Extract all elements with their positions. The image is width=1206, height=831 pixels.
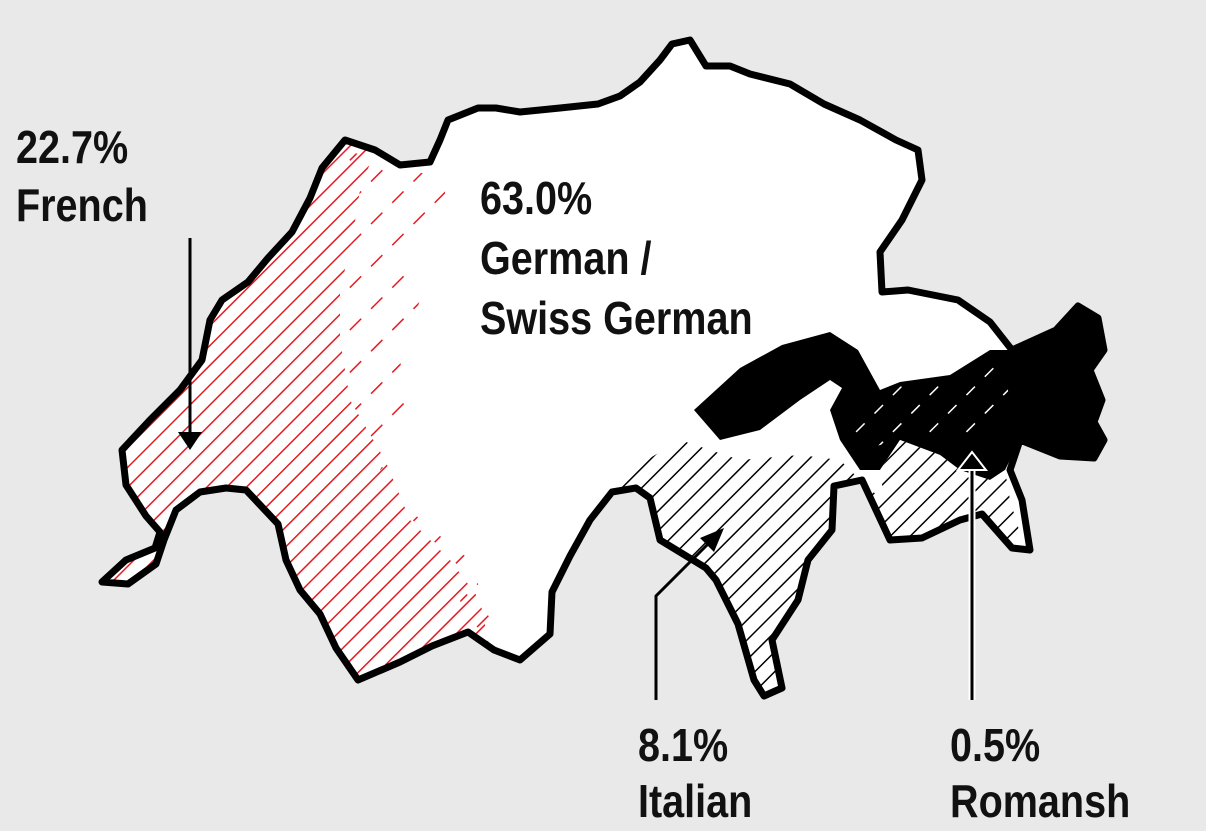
french-transition-zone [340, 150, 490, 640]
italian-label: 8.1% Italian [638, 717, 752, 829]
romansh-language: Romansh [950, 775, 1131, 827]
italian-percent: 8.1% [638, 719, 729, 771]
romansh-percent: 0.5% [950, 719, 1041, 771]
french-label: 22.7% French [16, 118, 148, 234]
romansh-label: 0.5% Romansh [950, 717, 1130, 829]
country-outline [98, 36, 1108, 700]
southeast-italian-zone [880, 440, 1022, 548]
french-language: French [16, 179, 148, 231]
german-percent: 63.0% [480, 172, 593, 224]
romansh-arrow-icon [955, 450, 989, 700]
german-language-line2: Swiss German [480, 292, 753, 344]
italian-arrow-icon [654, 528, 724, 700]
german-language-line1: German / [480, 232, 652, 284]
french-percent: 22.7% [16, 121, 129, 173]
german-label: 63.0% German / Swiss German [480, 168, 753, 348]
romansh-mixed-zone [850, 352, 1010, 450]
french-arrow-icon [178, 238, 202, 450]
italian-language: Italian [638, 775, 753, 827]
